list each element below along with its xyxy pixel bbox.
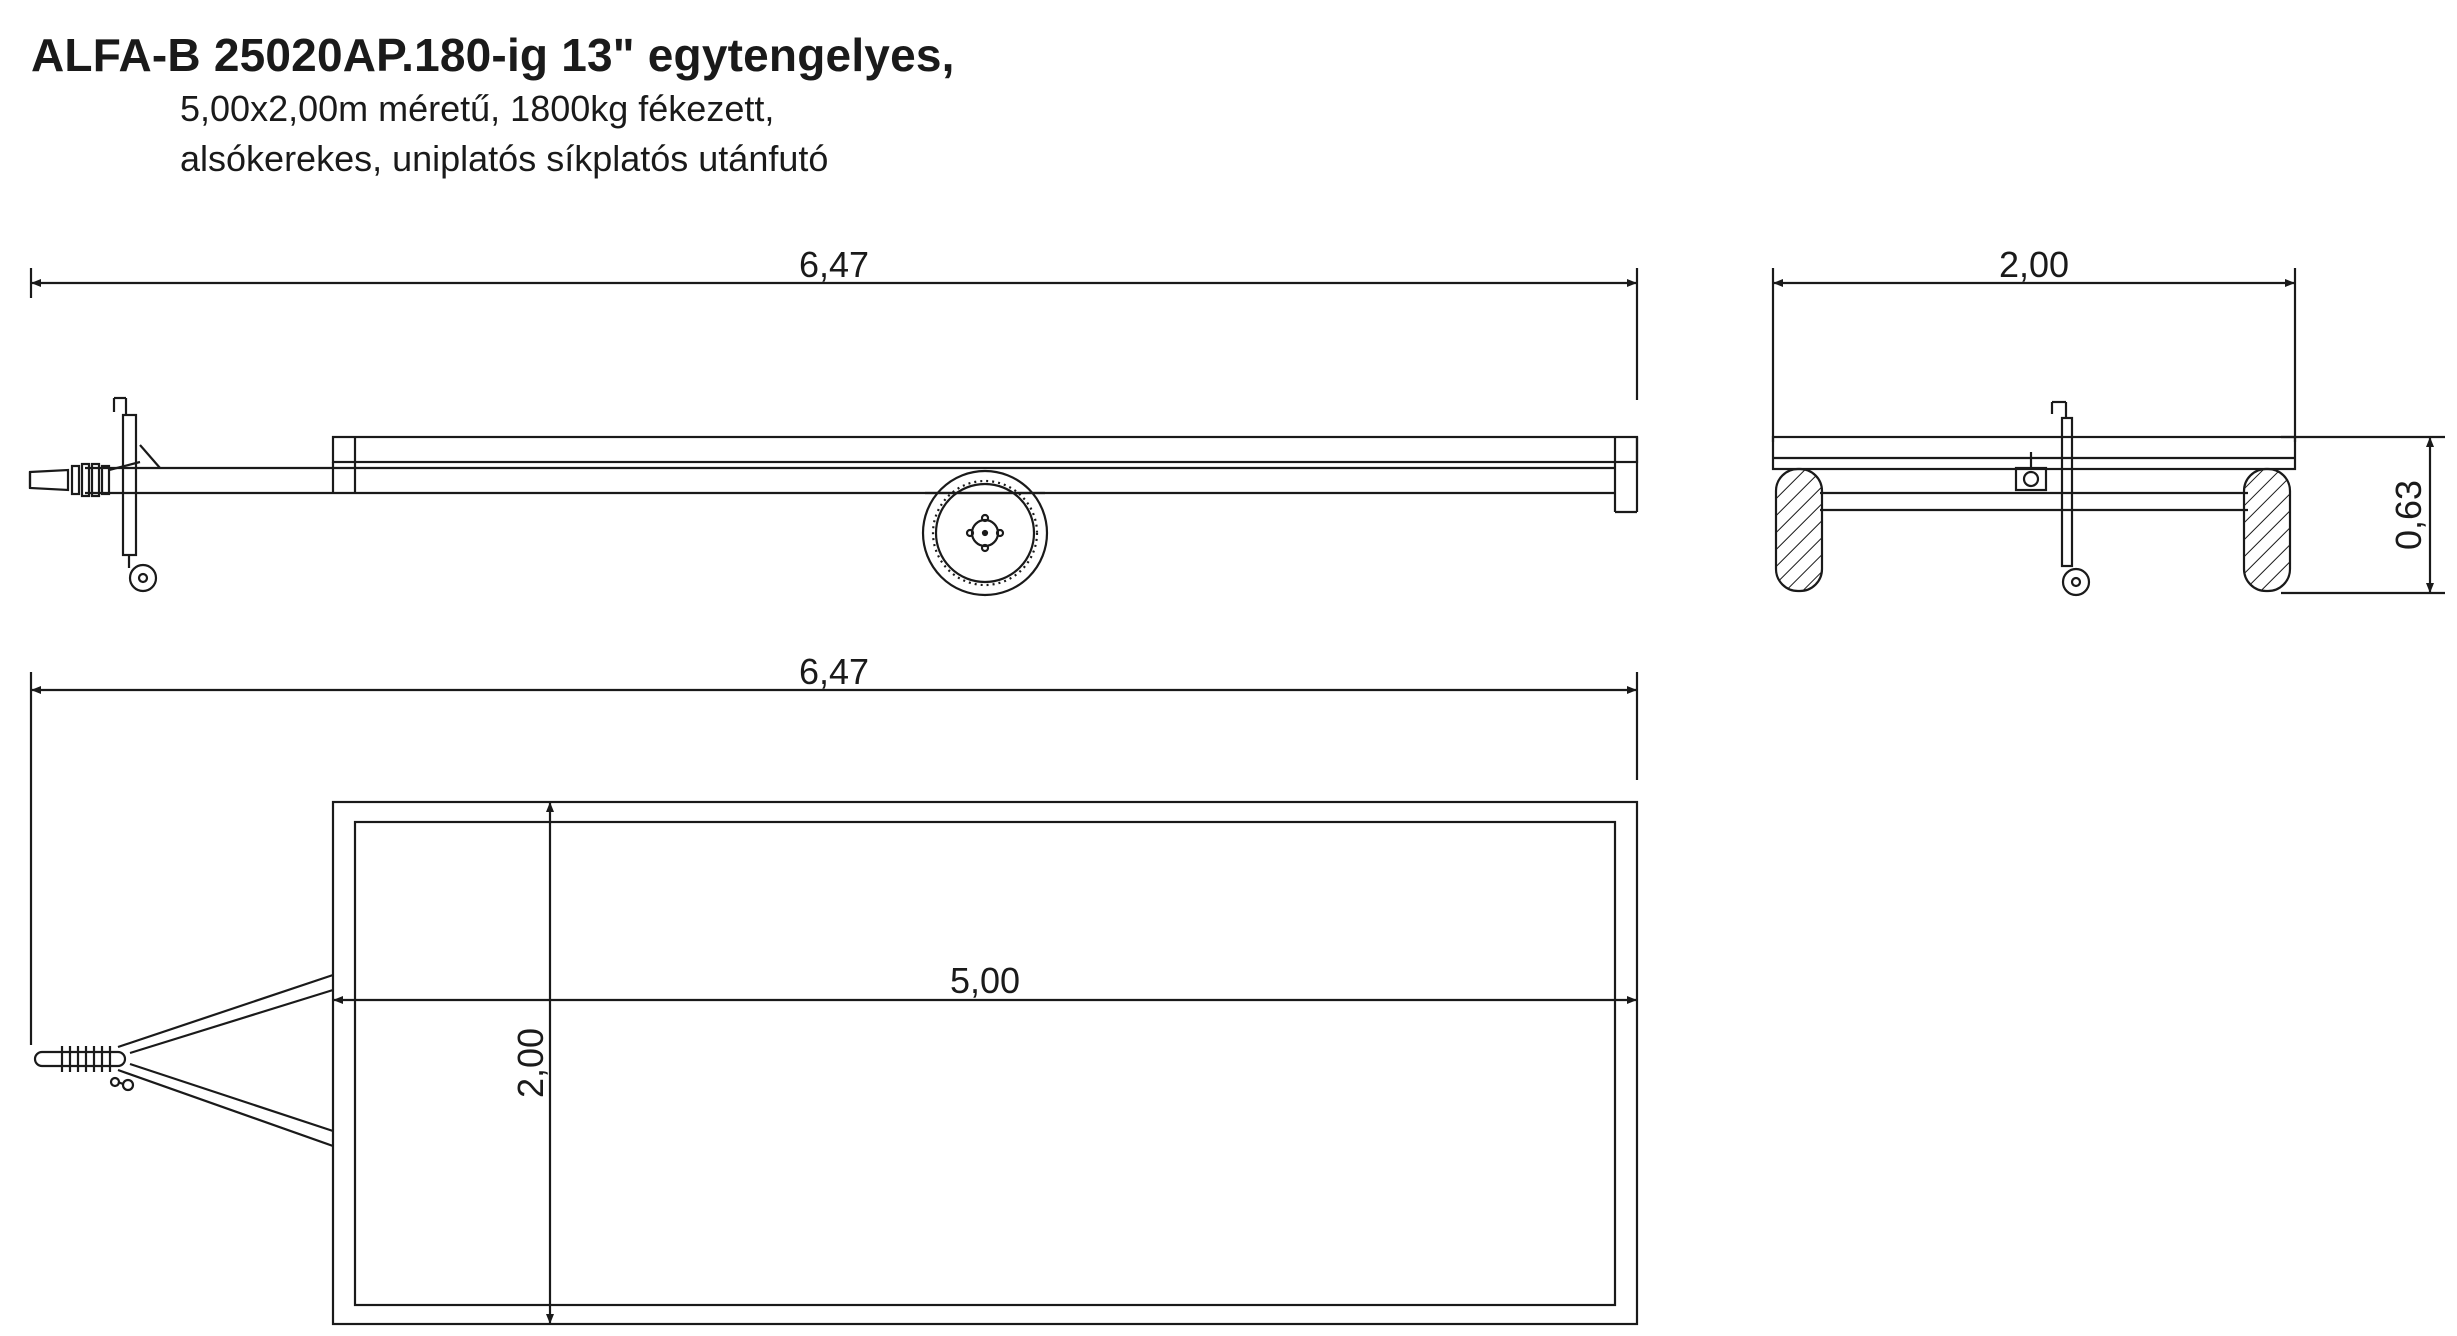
front-view <box>1771 268 2445 597</box>
side-drawbar <box>85 466 1615 495</box>
front-right-wheel <box>2242 467 2292 593</box>
subtitle-line-1: 5,00x2,00m méretű, 1800kg fékezett, <box>180 88 775 129</box>
front-width-label: 2,00 <box>1999 244 2069 285</box>
front-jockey-wheel <box>2050 400 2091 597</box>
front-platform <box>1771 435 2297 471</box>
side-hitch <box>28 444 161 498</box>
front-left-wheel <box>1774 467 1824 593</box>
front-axle <box>1820 491 2248 512</box>
dimension-front-height <box>2281 435 2445 595</box>
side-platform <box>331 435 1639 514</box>
side-main-wheel <box>921 469 1049 597</box>
top-length-label: 6,47 <box>799 651 869 692</box>
dimension-side-length <box>29 268 1639 400</box>
platform-width-label: 2,00 <box>510 1028 551 1098</box>
side-view <box>28 268 1639 597</box>
dimension-top-length <box>29 672 1639 1045</box>
front-coupling <box>2014 452 2048 492</box>
top-drawbar <box>117 973 334 1148</box>
subtitle-line-2: alsókerekes, uniplatós síkplatós utánfut… <box>180 138 829 179</box>
side-jockey-wheel <box>112 396 158 593</box>
top-hitch <box>33 1046 135 1092</box>
diagram-title: ALFA-B 25020AP.180-ig 13" egytengelyes, <box>31 29 955 81</box>
top-view <box>29 672 1639 1326</box>
front-height-label: 0,63 <box>2388 480 2429 550</box>
platform-length-label: 5,00 <box>950 960 1020 1001</box>
top-platform <box>331 800 1639 1326</box>
side-length-label: 6,47 <box>799 244 869 285</box>
dimension-front-width <box>1771 268 2297 442</box>
